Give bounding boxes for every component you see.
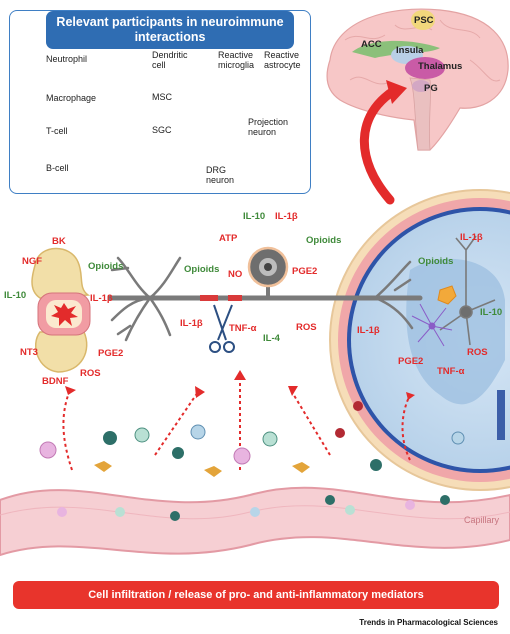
migration-arrows [62,380,411,471]
nerve-opioids: Opioids [184,264,220,275]
legend-dendritic-cell: Dendritic cell [152,50,188,70]
joint-bdnf: BDNF [42,376,69,387]
brain-label-acc: ACC [361,39,382,50]
joint-bk: BK [52,236,66,247]
legend-neutrophil: Neutrophil [46,54,88,64]
joint-il10: IL-10 [4,290,27,301]
brain-label-insula: Insula [396,45,424,56]
nerve-pge2: PGE2 [292,266,318,277]
legend-projection-neuron: Projection neuron [248,117,289,137]
spinal-tnfa: TNF-α [437,366,465,377]
nerve-lesion [200,295,218,301]
scissors-icon [209,304,235,353]
journal-footer: Trends in Pharmacological Sciences [359,618,498,627]
brain-label-psc: PSC [414,15,434,26]
legend-msc: MSC [152,92,172,102]
legend-drg-neuron: DRG neuron [206,165,235,185]
brain-diagram [326,8,509,151]
legend-box: Relevant participants in neuroimmune int… [9,10,311,194]
capillary-label: Capillary [464,515,500,525]
spinal-pge2: PGE2 [398,356,424,367]
nerve-il4: IL-4 [263,333,280,344]
joint-opioids: Opioids [88,261,124,272]
joint-nt3: NT3 [20,347,38,358]
legend-bcell: B-cell [46,163,69,173]
spinal-il1b-top: IL-1β [460,232,483,243]
nerve-tnfa: TNF-α [229,323,257,334]
nerve-no: NO [228,269,243,280]
spinal-il10: IL-10 [480,307,503,318]
legend-reactive-microglia: Reactive microglia [218,50,255,70]
nerve-opioids-right: Opioids [306,235,342,246]
brain-label-thalamus: Thalamus [418,61,463,72]
joint [31,247,91,373]
joint-pge2: PGE2 [98,348,124,359]
joint-ngf: NGF [22,256,43,267]
astrocyte-in-cord [411,303,453,347]
legend-title: Relevant participants in neuroimmune int… [46,11,294,49]
nerve-ros: ROS [296,322,317,333]
legend-sgc: SGC [152,125,172,135]
legend-tcell: T-cell [46,126,68,136]
spinal-opioids: Opioids [418,256,454,267]
nerve-il1b-top: IL-1β [275,211,298,222]
joint-ros: ROS [80,368,101,379]
projection-neuron-in-cord [439,235,496,346]
spinal-ros: ROS [467,347,488,358]
spinal-il1b-left: IL-1β [357,325,380,336]
arrow-head-icon [386,80,407,104]
nerve-atp: ATP [219,233,238,244]
summary-banner: Cell infiltration / release of pro- and … [13,581,499,609]
legend-macrophage: Macrophage [46,93,97,103]
microglia-in-cord [437,285,457,305]
nerve-il1b-bottom: IL-1β [180,318,203,329]
nerve-il10: IL-10 [243,211,266,222]
scattered-cells [39,401,465,521]
brain-label-pg: PG [424,83,438,94]
joint-il1b: IL-1β [90,293,113,304]
legend-reactive-astrocyte: Reactive astrocyte [264,50,301,70]
